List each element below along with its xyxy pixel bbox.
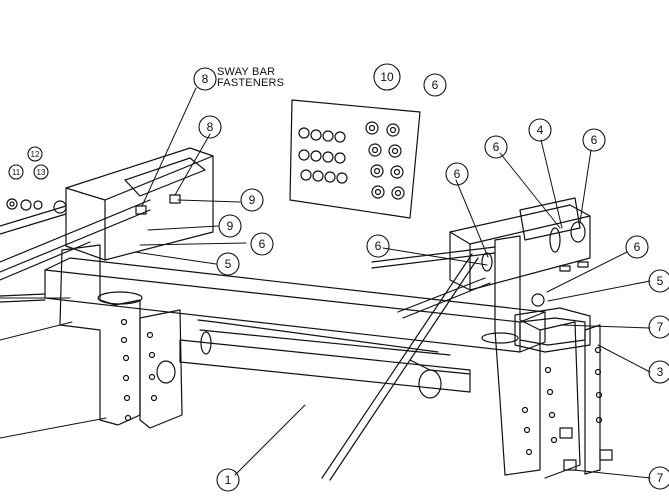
callout-4: 4 [528, 118, 552, 142]
callout-3: 3 [648, 360, 669, 384]
svg-text:8: 8 [207, 120, 214, 134]
nut-set [298, 127, 348, 184]
svg-text:5: 5 [225, 257, 232, 271]
callout-5b: 5 [648, 269, 669, 293]
callout-5a: 5 [216, 252, 240, 276]
callout-7a: 7 [648, 315, 669, 339]
svg-text:6: 6 [432, 78, 439, 92]
svg-text:6: 6 [493, 140, 500, 154]
callout-9b: 9 [218, 214, 242, 238]
left-mount-plate [59, 244, 183, 429]
svg-text:9: 9 [249, 193, 256, 207]
svg-text:8: 8 [202, 72, 209, 86]
right-mount-box [449, 197, 591, 307]
svg-text:7: 7 [657, 471, 664, 485]
washer-set [365, 121, 405, 200]
fasteners-label-line2: FASTENERS [217, 77, 285, 89]
svg-text:4: 4 [537, 123, 544, 137]
fastener-kit-panel [289, 99, 421, 219]
callout-13: 13 [33, 164, 49, 180]
svg-text:5: 5 [657, 274, 664, 288]
svg-text:12: 12 [31, 150, 40, 159]
callout-11: 11 [8, 164, 24, 180]
receiver-block [514, 307, 591, 353]
callout-10: 10 [373, 63, 401, 91]
svg-text:6: 6 [375, 239, 382, 253]
svg-text:6: 6 [591, 133, 598, 147]
callout-6f: 6 [582, 128, 606, 152]
left-mount-box [65, 147, 214, 261]
leader-lines [0, 87, 651, 479]
callout-1: 1 [216, 468, 240, 492]
svg-text:6: 6 [259, 237, 266, 251]
callout-6c: 6 [366, 234, 390, 258]
svg-text:10: 10 [380, 70, 394, 84]
callout-6b: 6 [250, 232, 274, 256]
lower-axle-bar [179, 319, 471, 399]
svg-text:3: 3 [657, 365, 664, 379]
callout-6a: 6 [423, 73, 447, 97]
main-crossbar [0, 257, 546, 353]
callout-8b: 8 [198, 115, 222, 139]
callout-6e: 6 [484, 135, 508, 159]
callout-9a: 9 [240, 188, 264, 212]
svg-text:13: 13 [37, 168, 46, 177]
svg-text:1: 1 [225, 473, 232, 487]
sway-bar-fasteners-label: SWAY BAR FASTENERS [217, 67, 284, 89]
sway-bar-rods [0, 199, 496, 481]
svg-text:11: 11 [12, 168, 21, 177]
callout-bubbles: 8 8 10 6 11 12 13 9 9 6 5 6 6 4 6 6 6 5 … [8, 63, 669, 492]
svg-text:6: 6 [454, 167, 461, 181]
svg-text:7: 7 [657, 320, 664, 334]
callout-6d: 6 [445, 162, 469, 186]
fasteners-label-line1: SWAY BAR [217, 66, 276, 78]
right-mount-plates [494, 235, 613, 479]
left-fasteners [6, 198, 67, 214]
svg-text:9: 9 [227, 219, 234, 233]
callout-7b: 7 [648, 466, 669, 490]
svg-text:6: 6 [634, 240, 641, 254]
callout-8a: 8 [193, 67, 217, 91]
callout-12: 12 [27, 146, 43, 162]
callout-6g: 6 [625, 235, 649, 259]
